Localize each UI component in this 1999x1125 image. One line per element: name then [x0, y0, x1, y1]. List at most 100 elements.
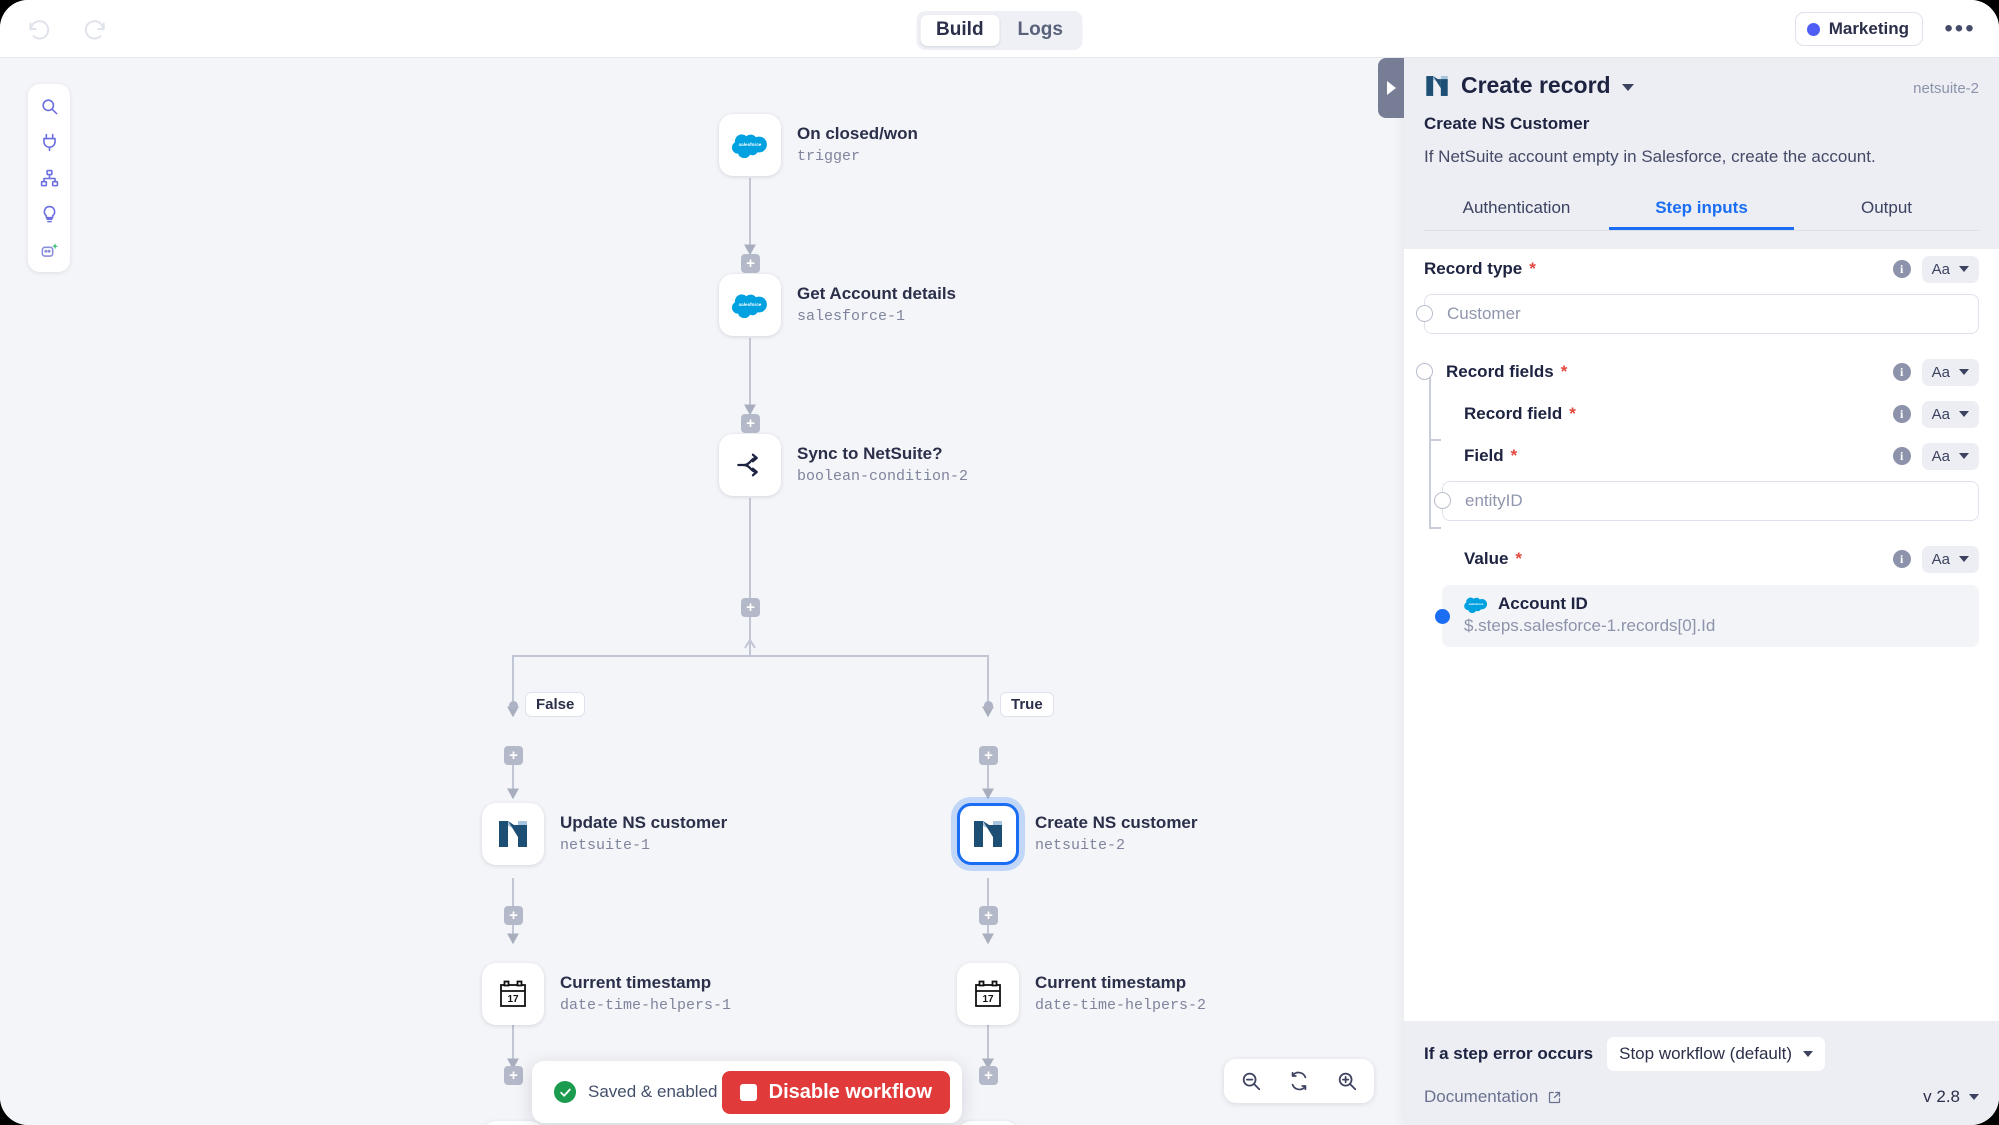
sitemap-icon[interactable]	[34, 166, 64, 190]
node-update-ns-customer[interactable]: Update NS customer netsuite-1	[482, 803, 727, 865]
workflow-canvas[interactable]: salesforce On closed/won trigger + sales…	[0, 58, 1404, 1125]
tab-step-inputs[interactable]: Step inputs	[1609, 187, 1794, 230]
environment-label: Marketing	[1828, 19, 1909, 38]
record-type-input[interactable]: Customer	[1424, 294, 1979, 334]
node-icon-box: 17	[957, 1121, 1019, 1125]
documentation-link[interactable]: Documentation	[1424, 1087, 1562, 1107]
field-label: Value	[1464, 549, 1509, 568]
node-title: Get Account details	[797, 284, 957, 303]
add-step-button[interactable]: +	[979, 746, 998, 765]
chevron-down-icon	[1969, 1094, 1979, 1100]
node-text: Current timestamp date-time-helpers-2	[1035, 972, 1206, 1016]
panel-description: If NetSuite account empty in Salesforce,…	[1424, 147, 1876, 166]
add-step-button[interactable]: +	[504, 1066, 523, 1085]
add-step-button[interactable]: +	[979, 906, 998, 925]
node-sync-to-netsuite[interactable]: Sync to NetSuite? boolean-condition-2	[719, 434, 968, 496]
field-input[interactable]: entityID	[1442, 481, 1979, 521]
version-selector[interactable]: v 2.8	[1923, 1087, 1979, 1107]
node-title: Sync to NetSuite?	[797, 444, 943, 463]
input-type-selector[interactable]: Aa	[1921, 358, 1979, 386]
environment-badge[interactable]: Marketing	[1794, 12, 1923, 46]
calendar-day: 17	[507, 994, 519, 1005]
node-text: Current timestamp date-time-helpers-1	[560, 972, 731, 1016]
branch-connector-dot-true	[984, 701, 993, 710]
tab-logs[interactable]: Logs	[1017, 19, 1063, 40]
add-step-button[interactable]: +	[741, 254, 760, 273]
netsuite-icon	[499, 821, 527, 847]
node-create-ns-customer[interactable]: Create NS customer netsuite-2	[957, 803, 1198, 865]
lightbulb-icon[interactable]	[34, 202, 64, 226]
node-icon-box	[719, 434, 781, 496]
zoom-in-icon[interactable]	[1334, 1068, 1360, 1094]
disable-workflow-button[interactable]: Disable workflow	[721, 1070, 950, 1114]
more-options-icon[interactable]: •••	[1944, 15, 1976, 42]
reset-zoom-icon[interactable]	[1286, 1068, 1312, 1094]
value-token[interactable]: salesforce Account ID $.steps.salesforce…	[1442, 585, 1979, 647]
add-step-button[interactable]: +	[504, 906, 523, 925]
redo-icon[interactable]	[78, 12, 112, 46]
error-handling-row: If a step error occurs Stop workflow (de…	[1424, 1037, 1979, 1071]
field-label: Field	[1464, 446, 1504, 465]
tab-authentication[interactable]: Authentication	[1462, 198, 1571, 217]
add-step-button[interactable]: +	[504, 746, 523, 765]
undo-redo-group	[22, 12, 112, 46]
node-subtitle: netsuite-1	[560, 836, 651, 854]
zoom-controls	[1224, 1059, 1374, 1103]
plug-icon[interactable]	[34, 130, 64, 154]
search-icon[interactable]	[34, 94, 64, 118]
chevron-right-glyph	[1386, 81, 1396, 95]
connector-lines	[507, 178, 994, 1070]
mode-switcher: Build Logs	[916, 11, 1083, 50]
info-icon[interactable]: i	[1892, 550, 1911, 568]
tab-build[interactable]: Build	[920, 15, 1000, 46]
field-record-field: Record field * i Aa	[1424, 394, 1979, 434]
chevron-down-icon	[1959, 556, 1969, 562]
collapse-panel-icon[interactable]	[1378, 58, 1404, 118]
node-convert-time-4[interactable]: 17 Convert time date-time-helpers-4	[957, 1121, 1019, 1125]
input-type-label: Aa	[1931, 550, 1950, 568]
info-icon[interactable]: i	[1892, 363, 1911, 381]
save-status-toast: Saved & enabled Disable workflow	[532, 1061, 962, 1123]
value-token-wrap: salesforce Account ID $.steps.salesforce…	[1435, 585, 1979, 647]
error-handling-value: Stop workflow (default)	[1619, 1044, 1793, 1063]
add-step-button[interactable]: +	[741, 414, 760, 433]
required-marker: *	[1510, 446, 1518, 465]
node-current-timestamp-1[interactable]: 17 Current timestamp date-time-helpers-1	[482, 963, 731, 1025]
add-step-button[interactable]: +	[741, 598, 760, 617]
ai-sparkle-icon[interactable]	[34, 238, 64, 262]
panel-title-row: Create record	[1424, 72, 1979, 99]
node-on-closed-won[interactable]: salesforce On closed/won trigger	[719, 114, 918, 176]
add-step-button[interactable]: +	[979, 1066, 998, 1085]
zoom-out-icon[interactable]	[1238, 1068, 1264, 1094]
connector-dot	[1416, 363, 1433, 380]
info-icon[interactable]: i	[1892, 447, 1911, 465]
input-type-selector[interactable]: Aa	[1921, 255, 1979, 283]
value-token-head: salesforce Account ID	[1464, 594, 1965, 614]
node-icon-box	[482, 803, 544, 865]
tree-branch-field	[1429, 439, 1441, 441]
svg-text:salesforce: salesforce	[739, 142, 762, 147]
chevron-down-icon[interactable]	[1621, 84, 1634, 91]
input-type-selector[interactable]: Aa	[1921, 545, 1979, 573]
input-type-selector[interactable]: Aa	[1921, 442, 1979, 470]
info-icon[interactable]: i	[1892, 260, 1911, 278]
tab-output[interactable]: Output	[1860, 198, 1913, 217]
chevron-down-icon	[1959, 266, 1969, 272]
panel-subtitle: Create NS Customer	[1424, 114, 1590, 133]
node-subtitle: date-time-helpers-2	[1035, 996, 1207, 1014]
node-get-account-details[interactable]: salesforce Get Account details salesforc…	[719, 274, 956, 336]
info-icon[interactable]: i	[1892, 405, 1911, 423]
netsuite-icon	[974, 821, 1002, 847]
input-type-selector[interactable]: Aa	[1921, 400, 1979, 428]
required-marker: *	[1529, 259, 1536, 278]
error-handling-select[interactable]: Stop workflow (default)	[1607, 1037, 1826, 1071]
chevron-down-icon	[1959, 411, 1969, 417]
node-text: Update NS customer netsuite-1	[560, 812, 727, 856]
node-current-timestamp-2[interactable]: 17 Current timestamp date-time-helpers-2	[957, 963, 1206, 1025]
connector-dot	[1416, 305, 1433, 322]
panel-title[interactable]: Create record	[1461, 72, 1611, 98]
node-icon-box: 17	[482, 1121, 544, 1125]
undo-icon[interactable]	[22, 12, 56, 46]
input-type-label: Aa	[1931, 363, 1950, 381]
node-convert-time-3[interactable]: 17 Convert time date-time-helpers-3	[482, 1121, 544, 1125]
